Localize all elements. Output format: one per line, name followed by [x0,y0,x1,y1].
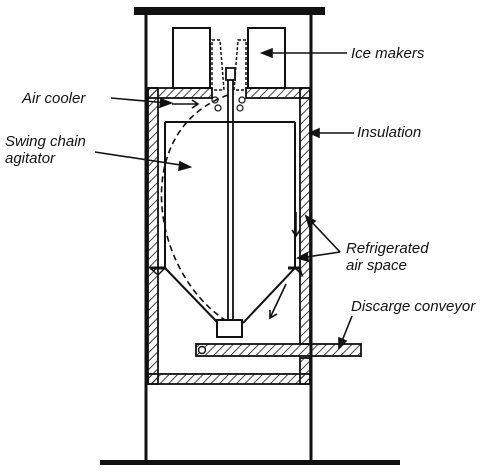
discharge-conveyor [195,343,362,357]
agitator-shaft [216,67,243,338]
leader-lines [94,47,354,350]
label-refrigerated-air-space-line1: Refrigerated [346,240,429,257]
floor-slab [100,460,400,465]
label-ice-makers: Ice makers [351,45,425,62]
label-swing-chain-agitator-line2: agitator [5,150,56,167]
label-swing-chain-agitator-line1: Swing chain [5,133,86,150]
insulated-housing [147,87,311,385]
storage-hopper [148,121,304,324]
airflow-arrows [172,99,301,320]
top-plate [134,7,325,15]
label-refrigerated-air-space-line2: air space [346,257,407,274]
label-insulation: Insulation [357,124,422,141]
label-discharge-conveyor: Discarge conveyor [351,298,476,315]
label-air-cooler: Air cooler [22,90,86,107]
ice-maker-units [172,27,286,112]
swing-chain-path [160,94,229,321]
